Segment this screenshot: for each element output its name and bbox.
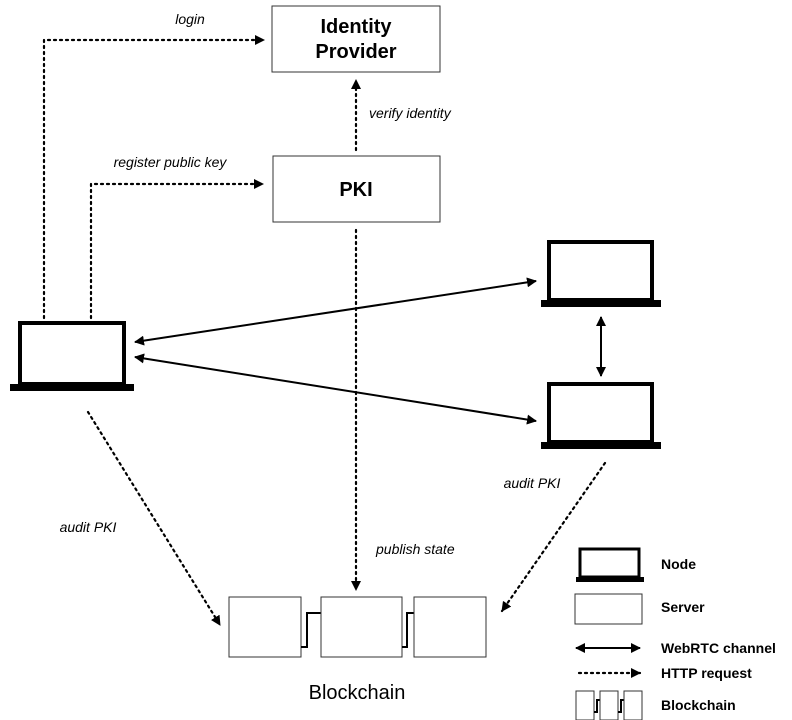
pki-server: PKI: [272, 155, 441, 223]
legend-node-icon: [576, 547, 644, 582]
pki-label: PKI: [339, 179, 372, 201]
blockchain-block-2: [320, 596, 403, 658]
blockchain: Blockchain: [228, 596, 487, 704]
legend: Node Server WebRTC channel HTTP request …: [574, 547, 776, 720]
identity-provider-label-line2: Provider: [315, 41, 396, 63]
blockchain-label: Blockchain: [309, 682, 406, 704]
register-public-key-edge: [89, 179, 265, 320]
node-right-top-laptop-icon: [541, 240, 661, 307]
legend-http-label: HTTP request: [661, 665, 752, 681]
legend-node-label: Node: [661, 556, 696, 572]
login-edge: [42, 35, 266, 320]
webrtc-left-to-top-edge: [134, 277, 537, 346]
legend-webrtc-label: WebRTC channel: [661, 640, 776, 656]
verify-identity-label: verify identity: [369, 105, 452, 121]
identity-provider-label-line1: Identity: [320, 16, 392, 38]
blockchain-block-3: [413, 596, 487, 658]
legend-server-label: Server: [661, 599, 705, 615]
legend-blockchain-label: Blockchain: [661, 697, 736, 713]
audit-pki-right-edge: [500, 461, 607, 613]
legend-server-icon: [574, 593, 643, 625]
audit-pki-left-label: audit PKI: [60, 519, 117, 535]
register-public-key-label: register public key: [114, 154, 228, 170]
login-edge-label: login: [175, 11, 205, 27]
audit-pki-left-edge: [86, 410, 222, 627]
node-right-bottom-laptop-icon: [541, 382, 661, 449]
blockchain-block-1: [228, 596, 302, 658]
webrtc-left-to-bottom-edge: [134, 353, 537, 425]
legend-blockchain-icon: [575, 690, 643, 720]
node-left-laptop-icon: [10, 321, 134, 391]
audit-pki-right-label: audit PKI: [504, 475, 561, 491]
publish-state-label: publish state: [375, 541, 455, 557]
identity-provider-server: Identity Provider: [271, 5, 441, 73]
